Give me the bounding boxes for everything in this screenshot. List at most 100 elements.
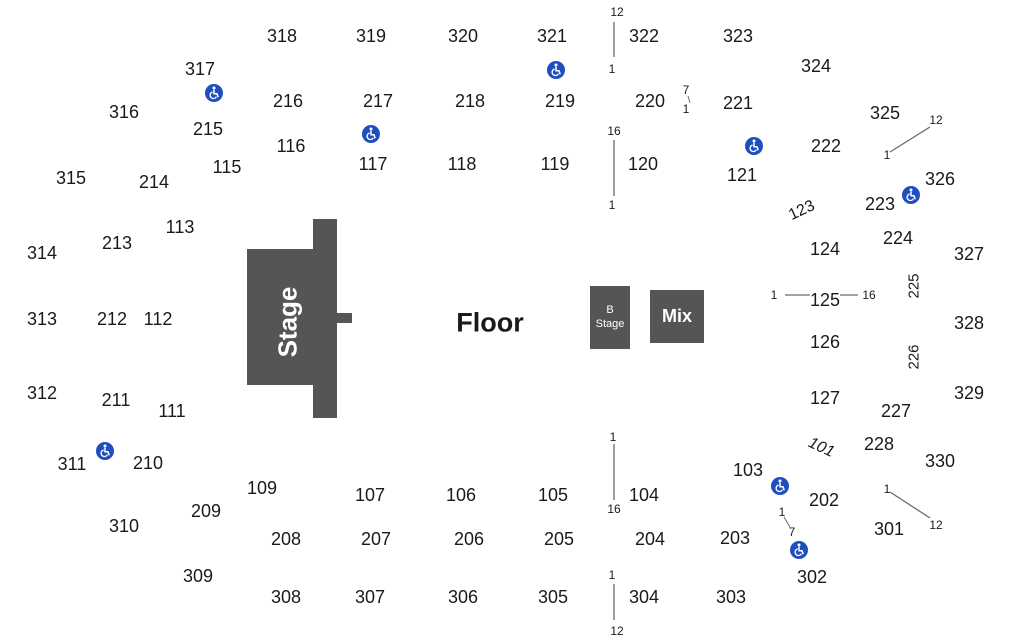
- section-317[interactable]: 317: [184, 59, 216, 79]
- main-stage[interactable]: [247, 219, 352, 418]
- section-214[interactable]: 214: [138, 172, 170, 192]
- section-316[interactable]: 316: [108, 102, 140, 122]
- section-116[interactable]: 116: [276, 136, 306, 156]
- section-226[interactable]: 226: [905, 344, 923, 370]
- section-217[interactable]: 217: [362, 91, 394, 111]
- section-107[interactable]: 107: [354, 485, 386, 505]
- section-212[interactable]: 212: [96, 309, 128, 329]
- stage-label: Stage: [272, 286, 303, 358]
- row-marker: 1: [778, 505, 786, 519]
- row-marker: 1: [608, 62, 616, 76]
- section-227[interactable]: 227: [880, 401, 912, 421]
- section-306[interactable]: 306: [447, 587, 479, 607]
- section-303[interactable]: 303: [715, 587, 747, 607]
- section-302[interactable]: 302: [796, 567, 828, 587]
- section-301[interactable]: 301: [873, 519, 905, 539]
- section-330[interactable]: 330: [924, 451, 956, 471]
- row-marker: 12: [610, 5, 624, 19]
- section-120[interactable]: 120: [627, 154, 659, 174]
- section-208[interactable]: 208: [270, 529, 302, 549]
- section-225[interactable]: 225: [905, 273, 923, 299]
- floor-label[interactable]: Floor: [456, 307, 524, 338]
- section-222[interactable]: 222: [810, 136, 842, 156]
- section-203[interactable]: 203: [719, 528, 751, 548]
- section-126[interactable]: 126: [809, 332, 841, 352]
- section-207[interactable]: 207: [360, 529, 392, 549]
- section-103[interactable]: 103: [732, 460, 764, 480]
- section-307[interactable]: 307: [354, 587, 386, 607]
- section-213[interactable]: 213: [101, 233, 133, 253]
- divider-202: [783, 516, 791, 528]
- section-125[interactable]: 125: [809, 290, 841, 310]
- section-111[interactable]: 111: [158, 401, 186, 421]
- wheelchair-accessible-icon: [902, 186, 920, 204]
- section-321[interactable]: 321: [536, 26, 568, 46]
- section-305[interactable]: 305: [537, 587, 569, 607]
- section-127[interactable]: 127: [809, 388, 841, 408]
- section-105[interactable]: 105: [537, 485, 569, 505]
- section-326[interactable]: 326: [924, 169, 956, 189]
- section-209[interactable]: 209: [190, 501, 222, 521]
- section-224[interactable]: 224: [882, 228, 914, 248]
- section-228[interactable]: 228: [863, 434, 895, 454]
- row-marker: 12: [929, 518, 943, 532]
- section-115[interactable]: 115: [212, 157, 242, 177]
- divider-se: [889, 491, 931, 519]
- section-220[interactable]: 220: [634, 91, 666, 111]
- section-311[interactable]: 311: [57, 454, 87, 474]
- section-329[interactable]: 329: [953, 383, 985, 403]
- section-204[interactable]: 204: [634, 529, 666, 549]
- section-106[interactable]: 106: [445, 485, 477, 505]
- section-327[interactable]: 327: [953, 244, 985, 264]
- section-218[interactable]: 218: [454, 91, 486, 111]
- section-119[interactable]: 119: [540, 154, 570, 174]
- section-117[interactable]: 117: [358, 154, 388, 174]
- section-304[interactable]: 304: [628, 587, 660, 607]
- row-marker: 7: [788, 525, 796, 539]
- b-stage-label-line1: B: [606, 304, 614, 317]
- section-308[interactable]: 308: [270, 587, 302, 607]
- section-109[interactable]: 109: [246, 478, 278, 498]
- row-marker: 16: [607, 124, 621, 138]
- section-324[interactable]: 324: [800, 56, 832, 76]
- section-314[interactable]: 314: [26, 243, 58, 263]
- section-113[interactable]: 113: [165, 217, 195, 237]
- section-215[interactable]: 215: [192, 119, 224, 139]
- section-313[interactable]: 313: [26, 309, 58, 329]
- section-323[interactable]: 323: [722, 26, 754, 46]
- section-325[interactable]: 325: [869, 103, 901, 123]
- section-205[interactable]: 205: [543, 529, 575, 549]
- row-marker: 7: [682, 83, 690, 97]
- section-118[interactable]: 118: [447, 154, 477, 174]
- section-223[interactable]: 223: [864, 194, 896, 214]
- section-320[interactable]: 320: [447, 26, 479, 46]
- section-216[interactable]: 216: [272, 91, 304, 111]
- b-stage[interactable]: B Stage: [590, 286, 630, 349]
- section-202[interactable]: 202: [808, 490, 840, 510]
- section-112[interactable]: 112: [143, 309, 173, 329]
- row-marker: 1: [883, 482, 891, 496]
- section-210[interactable]: 210: [132, 453, 164, 473]
- row-marker: 1: [608, 198, 616, 212]
- section-319[interactable]: 319: [355, 26, 387, 46]
- wheelchair-accessible-icon: [362, 125, 380, 143]
- section-310[interactable]: 310: [108, 516, 140, 536]
- section-104[interactable]: 104: [628, 485, 660, 505]
- section-315[interactable]: 315: [55, 168, 87, 188]
- divider-ne: [889, 126, 931, 153]
- section-121[interactable]: 121: [726, 165, 758, 185]
- section-322[interactable]: 322: [628, 26, 660, 46]
- section-211[interactable]: 211: [101, 390, 131, 410]
- section-318[interactable]: 318: [266, 26, 298, 46]
- section-312[interactable]: 312: [26, 383, 58, 403]
- section-328[interactable]: 328: [953, 313, 985, 333]
- section-219[interactable]: 219: [544, 91, 576, 111]
- section-309[interactable]: 309: [182, 566, 214, 586]
- row-marker: 1: [608, 568, 616, 582]
- wheelchair-accessible-icon: [547, 61, 565, 79]
- section-124[interactable]: 124: [809, 239, 841, 259]
- section-206[interactable]: 206: [453, 529, 485, 549]
- section-221[interactable]: 221: [722, 93, 754, 113]
